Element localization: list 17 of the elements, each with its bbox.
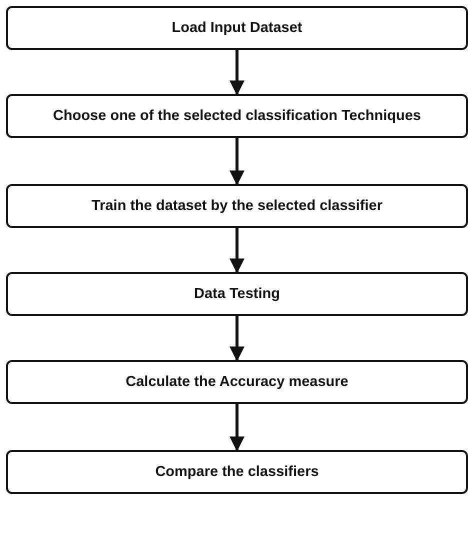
arrow (230, 316, 244, 362)
arrow (230, 138, 244, 186)
step-text: Data Testing (194, 286, 280, 302)
step-text: Choose one of the selected classification Techniques (53, 108, 421, 124)
process-box (6, 360, 468, 404)
step-text: Train the dataset by the selected classifier (92, 198, 382, 214)
process-box (6, 272, 468, 316)
arrow (230, 228, 244, 274)
step-text: Calculate the Accuracy measure (126, 374, 348, 390)
arrow (230, 404, 244, 452)
process-box (6, 6, 468, 50)
arrow (230, 50, 244, 96)
step-text: Compare the classifiers (155, 464, 319, 480)
process-box (6, 450, 468, 494)
process-box (6, 94, 468, 138)
process-box (6, 184, 468, 228)
step-text: Load Input Dataset (172, 20, 302, 36)
